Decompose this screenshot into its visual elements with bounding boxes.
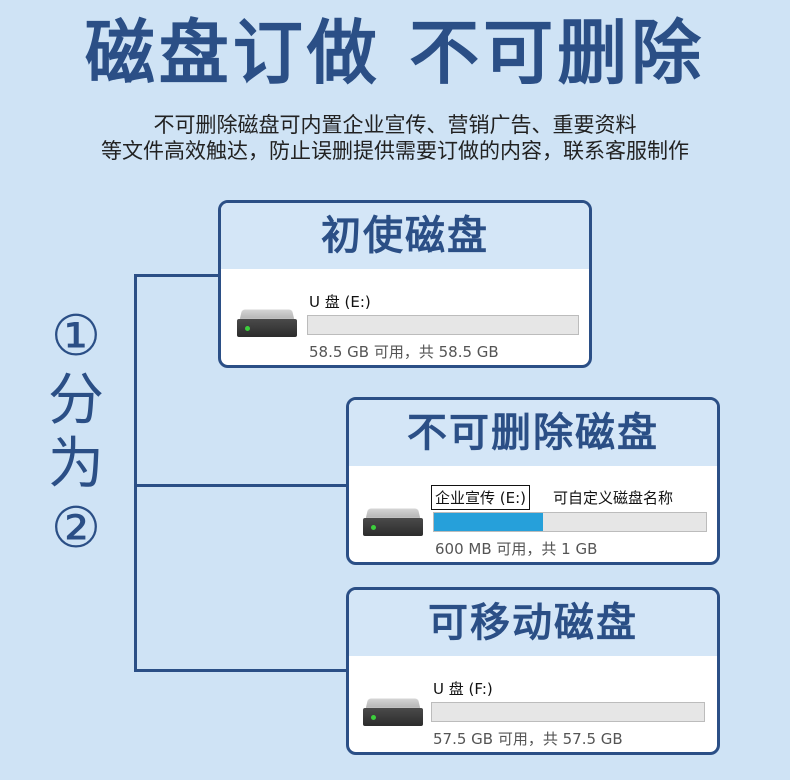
capacity-bar <box>431 702 705 722</box>
capacity-text: 58.5 GB 可用，共 58.5 GB <box>309 343 499 361</box>
hard-drive-icon <box>363 698 423 728</box>
hard-drive-icon <box>237 309 297 339</box>
capacity-bar-fill <box>434 513 543 531</box>
card-title: 不可删除磁盘 <box>349 400 717 466</box>
card-removable-disk: 可移动磁盘 U 盘 (F:) 57.5 GB 可用，共 57.5 GB <box>346 587 720 755</box>
connector-branch-2 <box>134 484 348 487</box>
drive-entry[interactable]: U 盘 (E:) 58.5 GB 可用，共 58.5 GB <box>221 269 589 365</box>
side-label-char: ② <box>50 496 102 561</box>
card-title: 可移动磁盘 <box>349 590 717 656</box>
drive-name: 企业宣传 (E:) <box>431 485 531 510</box>
rename-hint: 可自定义磁盘名称 <box>553 489 674 507</box>
side-label-char: ① <box>50 304 102 369</box>
capacity-bar <box>433 512 707 532</box>
capacity-bar <box>307 315 579 335</box>
card-initial-disk: 初使磁盘 U 盘 (E:) 58.5 GB 可用，共 58.5 GB <box>218 200 592 368</box>
card-undeletable-disk: 不可删除磁盘 企业宣传 (E:) 可自定义磁盘名称 600 MB 可用，共 1 … <box>346 397 720 565</box>
subtitle-line-2: 等文件高效触达，防止误删提供需要订做的内容，联系客服制作 <box>101 139 689 163</box>
page-headline: 磁盘订做 不可删除 <box>84 12 706 94</box>
side-label: ① 分 为 ② <box>44 305 108 561</box>
drive-entry[interactable]: 企业宣传 (E:) 可自定义磁盘名称 600 MB 可用，共 1 GB <box>349 466 717 562</box>
drive-name: U 盘 (E:) <box>309 293 371 311</box>
connector-branch-1 <box>134 274 220 277</box>
capacity-text: 600 MB 可用，共 1 GB <box>435 540 598 558</box>
connector-vertical <box>134 274 137 672</box>
hard-drive-icon <box>363 508 423 538</box>
subtitle-line-1: 不可删除磁盘可内置企业宣传、营销广告、重要资料 <box>153 113 637 137</box>
connector-branch-3 <box>134 669 348 672</box>
side-label-char: 分 <box>48 368 104 433</box>
drive-entry[interactable]: U 盘 (F:) 57.5 GB 可用，共 57.5 GB <box>349 656 717 752</box>
side-label-char: 为 <box>48 432 104 497</box>
drive-name: U 盘 (F:) <box>433 680 493 698</box>
card-title: 初使磁盘 <box>221 203 589 269</box>
capacity-text: 57.5 GB 可用，共 57.5 GB <box>433 730 623 748</box>
